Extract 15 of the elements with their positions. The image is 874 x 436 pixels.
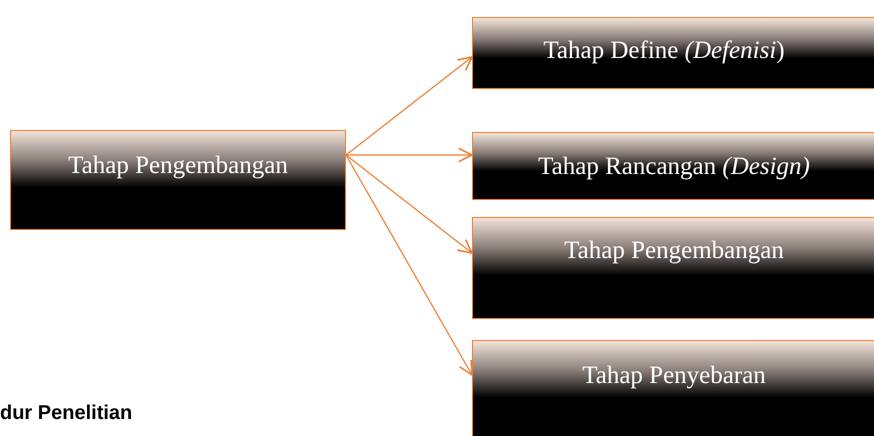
arrow	[346, 148, 473, 162]
arrow	[346, 56, 473, 156]
arrow	[346, 154, 473, 254]
box-label: Tahap Pengembangan	[68, 151, 288, 181]
box-label: Tahap Penyebaran	[582, 361, 766, 391]
process-box	[472, 340, 874, 436]
box-label: Tahap Define (Defenisi)	[543, 36, 785, 66]
process-box	[10, 130, 346, 230]
arrow	[345, 154, 473, 376]
box-label: Tahap Pengembangan	[564, 236, 784, 266]
box-label: Tahap Rancangan (Design)	[538, 152, 810, 182]
section-heading: dur Penelitian	[0, 402, 132, 425]
process-box	[472, 217, 874, 319]
process-box	[472, 132, 874, 200]
process-box	[472, 17, 874, 89]
